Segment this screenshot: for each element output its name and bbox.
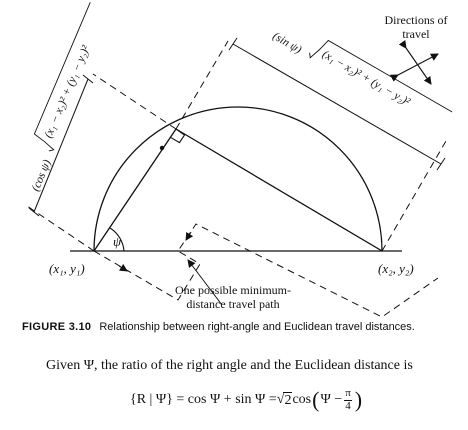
ratio-equation: {R | Ψ} = cos Ψ + sin Ψ = √ 2 cos ( Ψ − … [130,387,363,413]
left-dim-radicand: (x₁ − x₂)² + (y₁ − y₂)² [43,43,93,139]
path-label-line1: One possible minimum- [175,283,291,297]
semicircle-arc [93,106,383,252]
path-arrow-2 [185,231,194,241]
equation-lhs: {R | Ψ} = cos Ψ + sin Ψ = [130,392,277,408]
pi-over-4-fraction: π 4 [344,387,352,412]
body-paragraph: Given Ψ, the ratio of the right angle an… [46,358,413,373]
left-dim-label: (cos ψ) (x₁ − x₂)² + (y₁ − y₂)² [30,2,93,193]
left-dim-ext-top [92,73,177,130]
left-dim-tick-bottom [28,207,40,217]
right-dim-prefix: (sin ψ) [271,30,304,56]
close-paren: ) [354,387,363,413]
directions-label-line2: travel [402,27,430,41]
caption-text: Relationship between right-angle and Euc… [99,321,415,333]
equation-inner: Ψ − [320,392,343,408]
angle-label: ψ [113,234,122,249]
point-left-label: (x₁, y₁) [49,261,85,276]
point-right-label: (x₂, y₂) [378,261,414,276]
leg-midpoint-dot [159,145,165,151]
figure-caption: FIGURE 3.10 Relationship between right-an… [22,321,462,333]
sqrt-argument: 2 [283,391,293,408]
directions-arrows-icon [389,39,439,85]
right-dim-tick-top [228,37,238,51]
right-dim-radicand: (x₁ − x₂)² + (y₁ − y₂)² [320,48,412,108]
right-dim-radical [309,39,453,113]
right-dim-ext-bottom [381,140,447,252]
fraction-numerator: π [344,387,352,401]
right-dim-ext-top [175,40,229,130]
angle-arc [109,227,125,252]
path-label-line2: distance travel path [186,297,279,311]
left-dim-prefix: (cos ψ) [30,158,54,193]
right-dim-tick-bottom [436,157,446,171]
right-angle-marker [170,128,186,144]
figure-diagram: ψ (cos ψ) (x₁ − x₂)² + (y₁ − y₂)² (sin ψ… [26,2,453,318]
directions-label-line1: Directions of [385,13,448,27]
left-dim-tick-top [82,74,94,84]
equation-cos: cos [292,392,312,408]
figure-number: FIGURE 3.10 [22,321,92,333]
path-pointer-line [187,259,223,306]
travel-path [93,223,439,318]
open-paren: ( [312,387,320,413]
sqrt-sign: √ [276,392,285,408]
right-dim-line [232,43,442,165]
left-dim-ext-bottom [26,205,95,252]
fraction-denominator: 4 [345,399,351,412]
left-dim-line [33,78,89,213]
left-dim-radical [33,2,91,152]
right-leg-line [175,128,383,252]
path-arrow-1 [118,263,128,272]
